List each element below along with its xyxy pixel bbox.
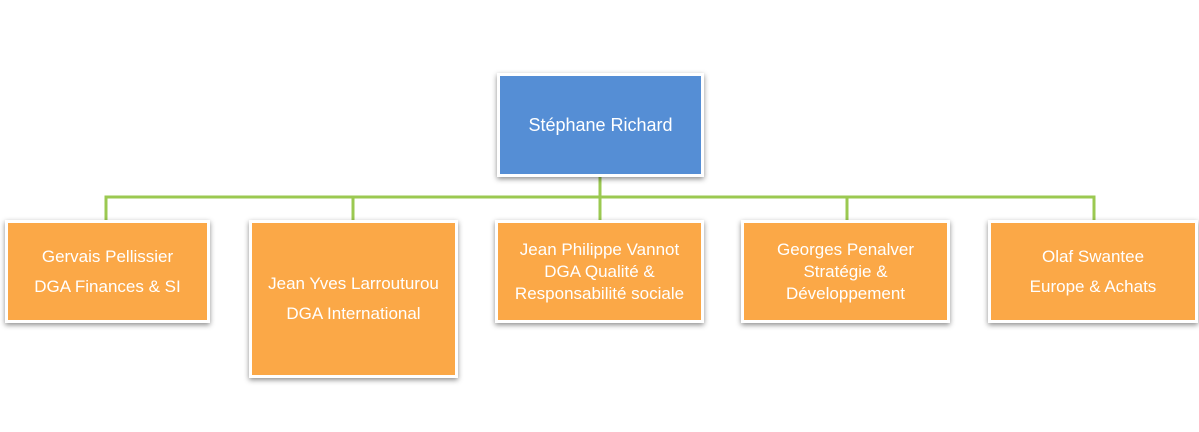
node-role: Europe & Achats	[1029, 276, 1157, 296]
org-node-ceo[interactable]: Stéphane Richard	[497, 73, 704, 177]
node-role: Stratégie &	[803, 261, 888, 281]
node-role: DGA Qualité &	[544, 261, 655, 281]
org-node-europe[interactable]: Olaf Swantee Europe & Achats	[988, 220, 1198, 323]
org-node-international[interactable]: Jean Yves Larrouturou DGA International	[249, 220, 458, 378]
org-node-qualite[interactable]: Jean Philippe Vannot DGA Qualité & Respo…	[495, 220, 704, 323]
node-role: Responsabilité sociale	[514, 283, 685, 303]
node-role: DGA Finances & SI	[34, 276, 181, 296]
node-name: Stéphane Richard	[528, 115, 673, 135]
org-node-finances[interactable]: Gervais Pellissier DGA Finances & SI	[5, 220, 210, 323]
node-name: Jean Philippe Vannot	[519, 239, 680, 259]
node-role: Développement	[785, 283, 906, 303]
node-name: Olaf Swantee	[1041, 246, 1145, 266]
node-name: Jean Yves Larrouturou	[268, 274, 439, 293]
node-name: Gervais Pellissier	[41, 246, 174, 266]
node-role: DGA International	[286, 304, 421, 323]
node-name: Georges Penalver	[776, 239, 915, 259]
org-node-strategie[interactable]: Georges Penalver Stratégie & Développeme…	[741, 220, 950, 323]
